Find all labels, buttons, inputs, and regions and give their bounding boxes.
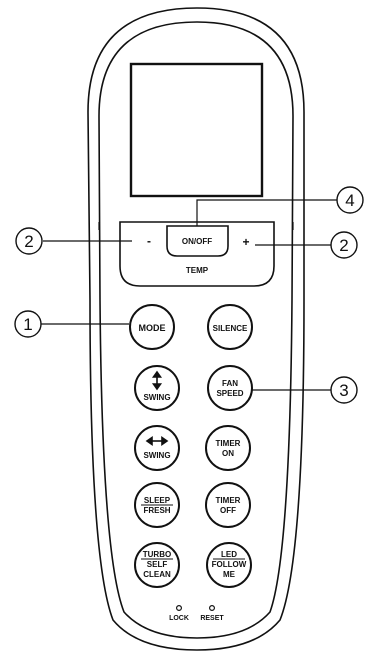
sleep-fresh-button[interactable]: SLEEP FRESH <box>134 482 180 528</box>
remote-body <box>87 7 305 651</box>
callout-3: 3 <box>330 376 358 404</box>
svg-text:RESET: RESET <box>200 615 224 622</box>
callout-4: 4 <box>336 186 364 214</box>
svg-text:2: 2 <box>24 232 33 251</box>
svg-text:TIMER: TIMER <box>216 439 241 448</box>
svg-text:SWING: SWING <box>143 451 170 460</box>
svg-text:1: 1 <box>23 315 32 334</box>
left-right-arrow-icon <box>145 435 169 447</box>
svg-text:FAN: FAN <box>222 379 238 388</box>
svg-text:FRESH: FRESH <box>143 506 170 515</box>
svg-text:FOLLOW: FOLLOW <box>212 560 247 569</box>
svg-text:LOCK: LOCK <box>169 615 189 622</box>
turbo-self-clean-button[interactable]: TURBO SELF CLEAN <box>134 542 180 588</box>
svg-text:ON: ON <box>222 449 234 458</box>
temp-plus-button[interactable]: + <box>242 235 249 249</box>
callout-2-right: 2 <box>330 231 358 259</box>
swing-horizontal-button[interactable]: SWING <box>134 425 180 471</box>
onoff-label: ON/OFF <box>182 237 212 246</box>
reset-pinhole[interactable]: RESET <box>200 604 224 622</box>
mode-button[interactable]: MODE <box>129 304 175 350</box>
fan-speed-button[interactable]: FAN SPEED <box>207 365 253 411</box>
svg-text:TURBO: TURBO <box>143 550 171 559</box>
display-screen <box>129 62 264 198</box>
svg-text:SWING: SWING <box>143 393 170 402</box>
temp-minus-button[interactable]: - <box>147 234 151 248</box>
svg-text:ME: ME <box>223 570 236 579</box>
svg-text:2: 2 <box>339 236 348 255</box>
timer-on-button[interactable]: TIMER ON <box>205 425 251 471</box>
svg-text:LED: LED <box>221 550 237 559</box>
callout-lines <box>41 199 337 391</box>
timer-off-button[interactable]: TIMER OFF <box>205 482 251 528</box>
swing-vertical-button[interactable]: SWING <box>134 365 180 411</box>
callout-1: 1 <box>14 310 42 338</box>
temp-label: TEMP <box>186 266 209 275</box>
svg-text:4: 4 <box>345 191 354 210</box>
svg-text:CLEAN: CLEAN <box>143 570 171 579</box>
temp-panel <box>119 221 275 287</box>
svg-text:MODE: MODE <box>139 323 166 333</box>
callout-2-left: 2 <box>15 227 43 255</box>
svg-text:OFF: OFF <box>220 506 236 515</box>
svg-text:SELF: SELF <box>147 560 168 569</box>
svg-text:3: 3 <box>339 381 348 400</box>
silence-button[interactable]: SILENCE <box>207 304 253 350</box>
lock-pinhole[interactable]: LOCK <box>169 604 189 622</box>
svg-text:SLEEP: SLEEP <box>144 496 171 505</box>
onoff-button[interactable]: ON/OFF <box>166 225 229 257</box>
led-follow-me-button[interactable]: LED FOLLOW ME <box>206 542 252 588</box>
svg-text:SILENCE: SILENCE <box>213 324 248 333</box>
up-down-arrow-icon <box>151 370 163 391</box>
svg-text:SPEED: SPEED <box>216 389 243 398</box>
svg-text:TIMER: TIMER <box>216 496 241 505</box>
